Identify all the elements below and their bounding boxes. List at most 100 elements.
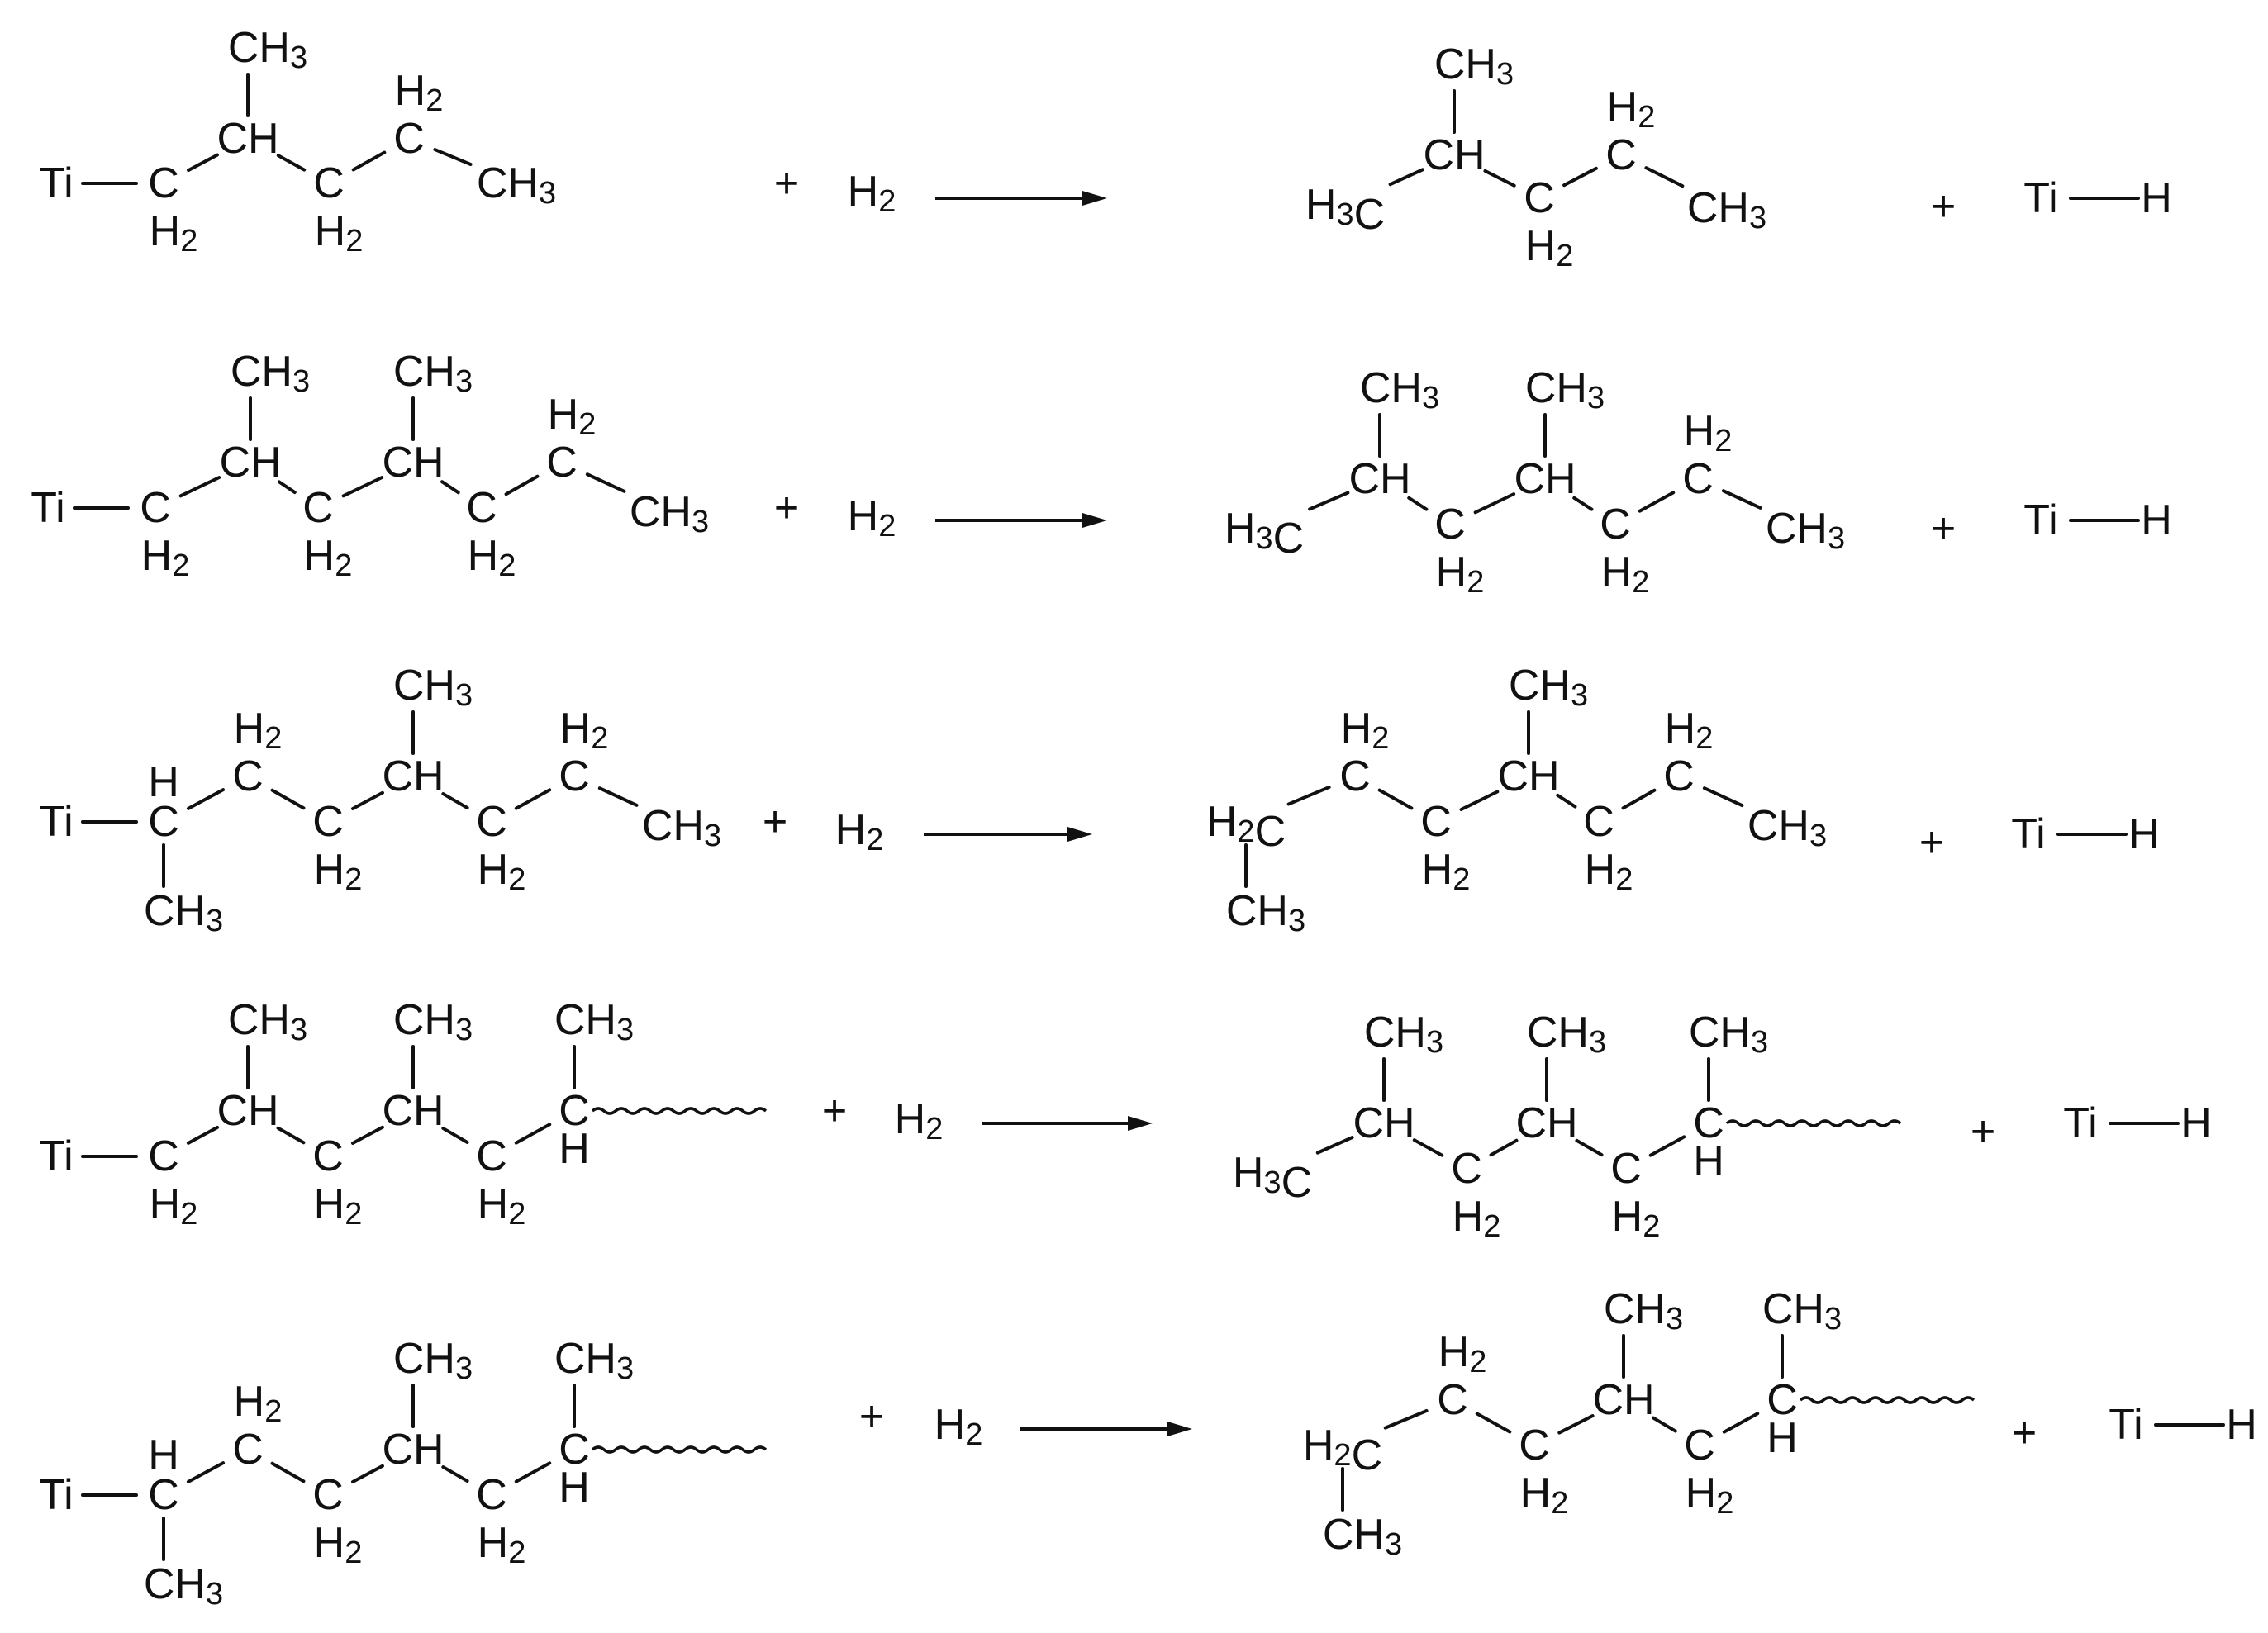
methyl-label: CH3 [393, 348, 473, 399]
bond [1489, 1138, 1519, 1157]
titanium-label: Ti [2063, 1099, 2097, 1147]
atom-label: C [1605, 131, 1637, 179]
hydrogen-label: H [1766, 1414, 1798, 1462]
bond [504, 474, 540, 496]
bond [514, 1123, 552, 1145]
methyl-label: CH3 [1527, 1009, 1606, 1060]
atom-label: C [1766, 1376, 1798, 1424]
methyl-label: CH3 [231, 348, 310, 399]
bond [1638, 491, 1676, 513]
hydrogen-label: H2 [1684, 407, 1733, 458]
atom-label: CH [216, 115, 278, 163]
atom-label: C [148, 798, 179, 846]
arrowhead [1067, 827, 1092, 842]
atom-label: C [1420, 798, 1452, 846]
hydrogen-label: H2 [1438, 1328, 1487, 1379]
bond [514, 1461, 552, 1483]
polymer-chain-bond [591, 1445, 768, 1454]
bond [1388, 168, 1424, 187]
bond [1644, 166, 1685, 188]
titanium-label: Ti [39, 798, 73, 846]
titanium-label: Ti [31, 484, 64, 532]
atom-label: C [312, 1471, 344, 1519]
methyl-label: CH3 [1509, 662, 1588, 713]
hydrogen-label: H2 [1436, 548, 1485, 600]
methyl-label: CH3 [1360, 364, 1439, 415]
atom-label: C [1524, 174, 1555, 222]
atom-label: CH3 [477, 159, 556, 211]
atom-label: C [148, 1132, 179, 1180]
atom-label: C [148, 159, 179, 207]
atom-label: C [476, 798, 507, 846]
hydrogen-label: H [1693, 1137, 1724, 1185]
arrowhead [1128, 1116, 1153, 1131]
atom-label: H3C [1224, 505, 1304, 563]
hydrogen-label: H2 [304, 532, 353, 583]
hydrogen-label: H2 [1520, 1469, 1569, 1521]
hydrogen-label: H [559, 1125, 590, 1173]
arrowhead [1167, 1422, 1192, 1436]
atom-label: CH3 [1687, 184, 1766, 235]
bond [1721, 489, 1762, 510]
bond [1407, 496, 1429, 511]
bond [441, 792, 469, 809]
atom-label: H3C [1233, 1149, 1312, 1207]
hydrogen-label: H2 [314, 1180, 363, 1232]
plus-sign: + [774, 484, 799, 532]
methyl-label: CH3 [1434, 40, 1514, 92]
hydrogen-label: H2 [1525, 222, 1574, 273]
bond [276, 154, 307, 172]
atom-label: C [1519, 1422, 1550, 1469]
plus-sign: + [859, 1393, 884, 1441]
bond [1621, 788, 1657, 810]
bond [1286, 786, 1331, 806]
hydrogen-label: H2 [560, 705, 609, 756]
methyl-label: CH3 [1762, 1285, 1842, 1336]
methyl-label: CH3 [1226, 887, 1305, 938]
methyl-label: CH3 [393, 662, 473, 713]
atom-label: C [466, 484, 497, 532]
bond [1722, 1412, 1760, 1434]
atom-label: CH [1515, 1099, 1577, 1147]
bond [441, 1127, 469, 1144]
hydrogen-gas-label: H2 [848, 168, 896, 219]
hydrogen-label: H2 [234, 1378, 283, 1429]
plus-sign: + [2012, 1409, 2037, 1457]
bond [1652, 1416, 1677, 1433]
hydrogen-label: H2 [1585, 846, 1633, 897]
hydrogen-label: H2 [141, 532, 190, 583]
atom-label: C [1684, 1422, 1715, 1469]
hydrogen-label: H [2128, 810, 2160, 858]
bond [1702, 786, 1744, 808]
methyl-label: CH3 [1323, 1511, 1402, 1562]
polymer-chain-bond [591, 1107, 768, 1115]
bond [350, 1125, 384, 1145]
hydrogen-label: H2 [478, 846, 526, 897]
hydrogen-gas-label: H2 [848, 492, 896, 544]
bond [440, 480, 460, 495]
atom-label: CH [382, 752, 444, 800]
methyl-label: CH3 [554, 996, 634, 1047]
atom-label: CH3 [642, 802, 721, 853]
atom-label: CH [1423, 131, 1485, 179]
hydrogen-label: H2 [314, 1519, 363, 1570]
bond [186, 1125, 220, 1145]
hydrogen-label: H [2180, 1099, 2212, 1147]
methyl-label: CH3 [144, 1560, 223, 1612]
hydrogen-label: H2 [314, 846, 363, 897]
atom-label: CH [1514, 455, 1576, 503]
plus-sign: + [822, 1087, 847, 1135]
titanium-label: Ti [2109, 1401, 2142, 1449]
atom-label: CH3 [630, 488, 709, 539]
atom-label: C [312, 1132, 344, 1180]
hydrogen-label: H [559, 1464, 590, 1512]
atom-label: C [140, 484, 171, 532]
atom-label: CH [1348, 455, 1410, 503]
bond [350, 1464, 384, 1483]
hydrogen-label: H2 [1341, 705, 1390, 756]
atom-label: CH [1592, 1376, 1654, 1424]
bond [1315, 1136, 1354, 1155]
bond [514, 788, 552, 810]
